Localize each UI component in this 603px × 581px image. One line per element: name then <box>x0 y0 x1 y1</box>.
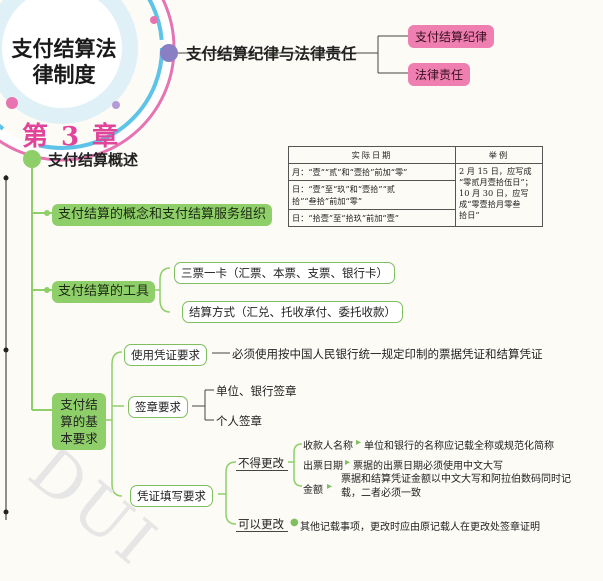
table-header-example: 举例 <box>455 146 543 164</box>
background-decoration <box>0 0 408 525</box>
payee-arrow: ▸ <box>356 437 362 448</box>
date-desc: 票据的出票日期必须使用中文大写 <box>353 461 503 472</box>
voucher-use-node[interactable]: 使用凭证要求 <box>124 344 207 366</box>
concept-node[interactable]: 支付结算的概念和支付结算服务组织 <box>52 204 273 226</box>
basic-requirements-node[interactable]: 支付结 算的基 本要求 <box>52 393 106 450</box>
tool-item-settlement[interactable]: 结算方式（汇兑、托收承付、委托收款） <box>182 301 403 323</box>
cannot-change-underline <box>236 470 288 471</box>
liability-leaf[interactable]: 法律责任 <box>408 63 471 86</box>
chapter-title: 支付结算法 律制度 <box>11 37 117 87</box>
voucher-use-text: 必须使用按中国人民银行统一规定印制的票据凭证和结算凭证 <box>232 347 543 361</box>
amount-arrow: ▸ <box>327 481 333 492</box>
can-change-underline <box>236 531 288 532</box>
discipline-branch[interactable]: 支付结算纪律与法律责任 <box>186 45 357 63</box>
amount-desc: 票据和结算凭证金额以中文大写和阿拉伯数码同时记 载，二者必须一致 <box>341 474 571 499</box>
payee-term: 收款人名称 <box>303 441 353 452</box>
chapter-number: 第 3 章 <box>22 122 121 152</box>
payee-desc: 单位和银行的名称应记载全称或规范化简称 <box>364 441 554 452</box>
can-change-label: 可以更改 <box>238 517 284 531</box>
table-example-cell: 2 月 15 日，应写成 “零贰月壹拾伍日”； 10 月 30 日，应写 成“零… <box>455 163 543 227</box>
date-arrow: ▸ <box>345 457 351 468</box>
cannot-change-label: 不得更改 <box>238 456 284 470</box>
tools-node[interactable]: 支付结算的工具 <box>52 281 156 303</box>
fill-requirement-node[interactable]: 凭证填写要求 <box>130 485 213 507</box>
discipline-leaf[interactable]: 支付结算纪律 <box>408 25 495 48</box>
branch-bullet <box>160 44 178 62</box>
overview-heading[interactable]: 支付结算概述 <box>48 151 139 169</box>
table-row: 日：“壹”至“玖”和“壹拾”“贰 拾”“叁拾”前加“零” <box>288 180 456 210</box>
date-table: 实际日期 举例 月：“壹”“贰”和“壹拾”前加“零” 2 月 15 日，应写成 … <box>288 146 543 227</box>
table-row: 月：“壹”“贰”和“壹拾”前加“零” <box>288 163 456 181</box>
tool-item-bills[interactable]: 三票一卡（汇票、本票、支票、银行卡） <box>174 262 395 284</box>
seal-requirement-node[interactable]: 签章要求 <box>128 396 188 418</box>
seal-item-personal: 个人签章 <box>216 414 262 428</box>
can-change-arrow: ● <box>290 517 299 528</box>
seal-item-unit: 单位、银行签章 <box>216 384 297 398</box>
tools-dot <box>44 287 50 293</box>
amount-term: 金额 <box>303 485 323 496</box>
table-header-actual-date: 实际日期 <box>288 146 456 164</box>
concept-dot <box>44 210 50 216</box>
can-change-text: 其他记载事项，更改时应由原记载人在更改处签章证明 <box>300 522 540 533</box>
table-row: 日：“拾壹”至“拾玖”前加“壹” <box>288 209 456 227</box>
date-term: 出票日期 <box>303 461 343 472</box>
overview-bullet <box>23 150 41 168</box>
